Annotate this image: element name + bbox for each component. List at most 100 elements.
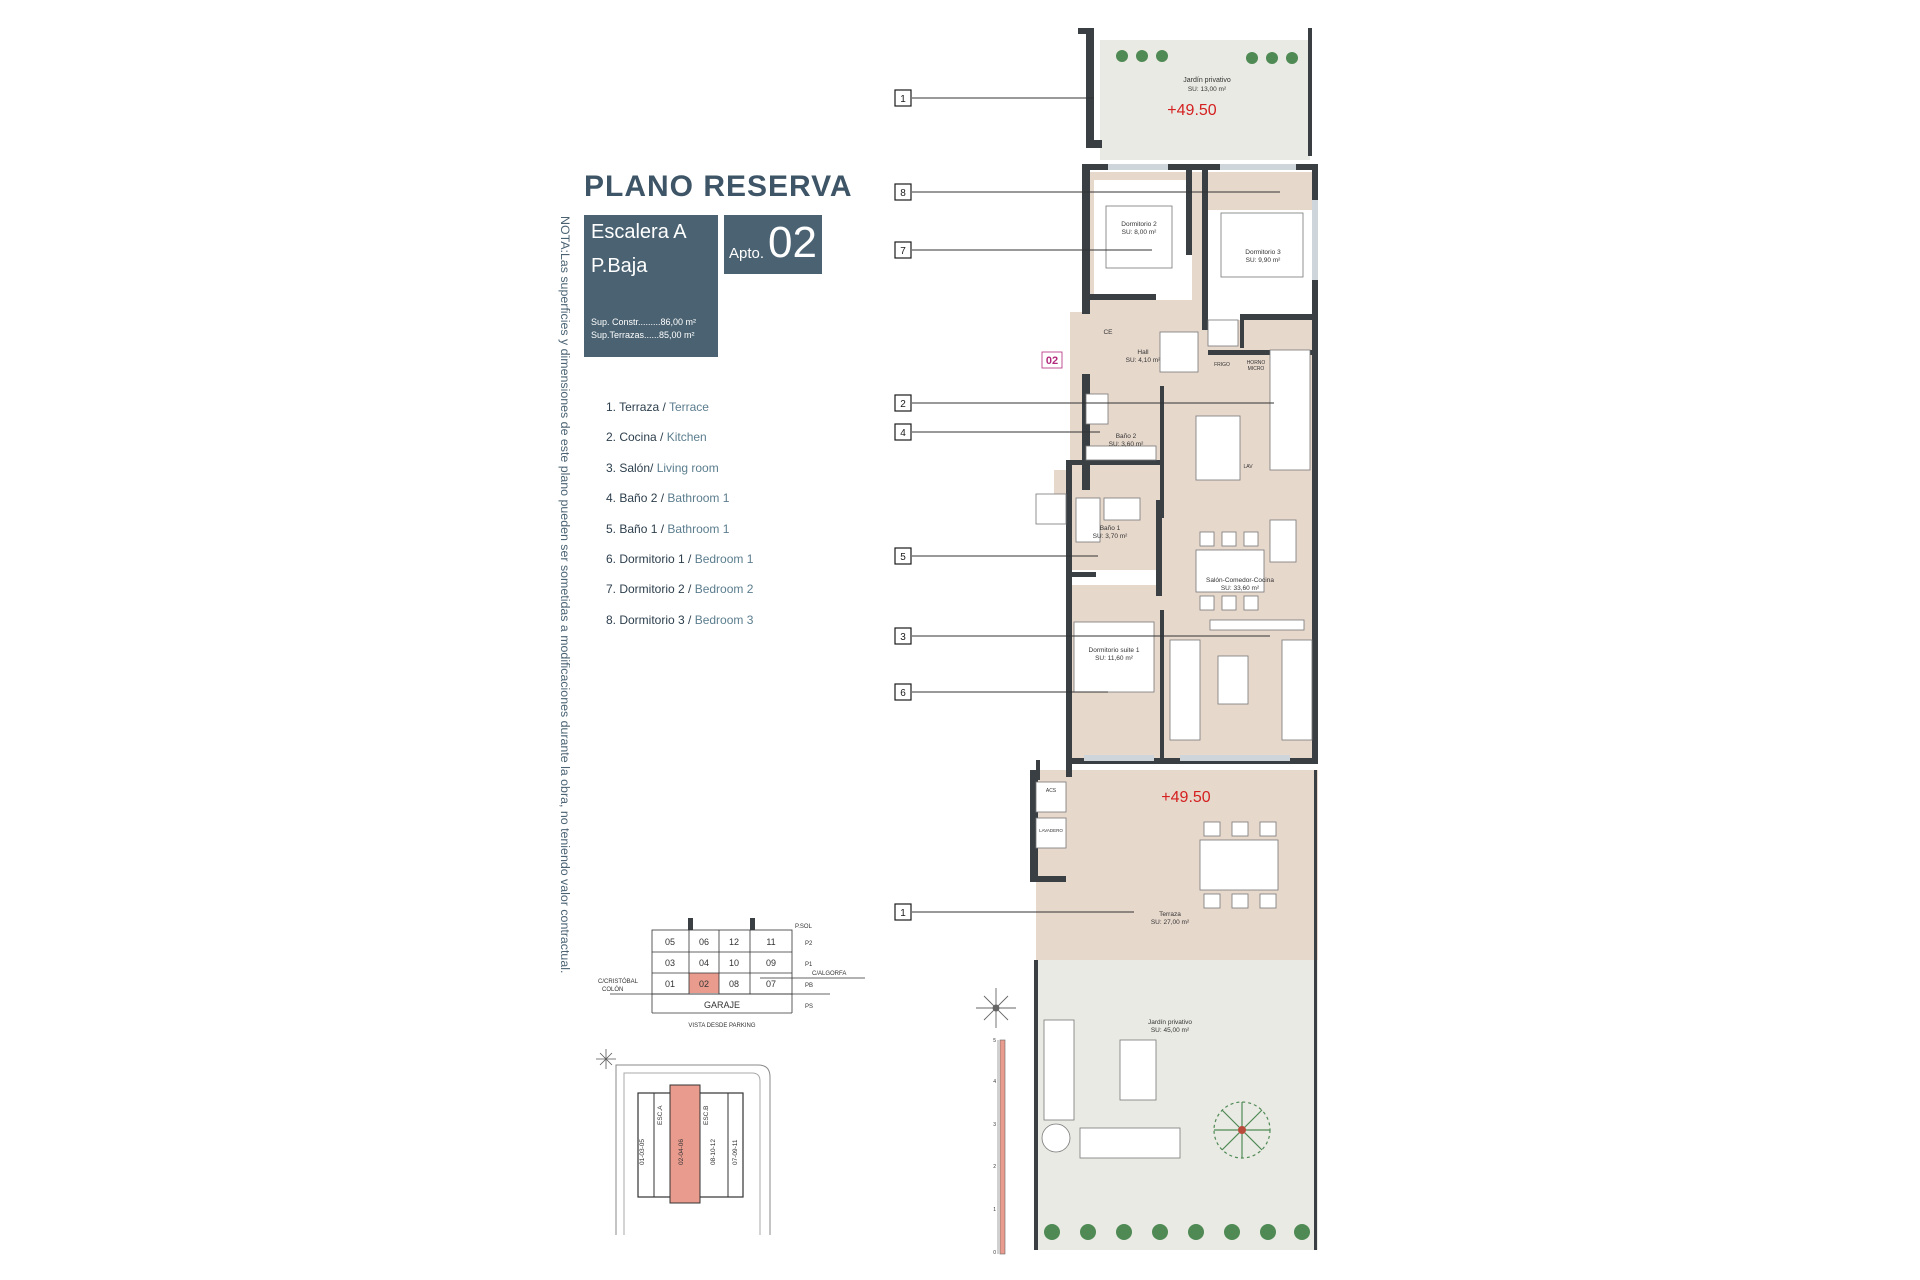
floor-label: P.Baja xyxy=(591,255,648,277)
page-title: PLANO RESERVA xyxy=(584,170,853,203)
lav-label: LAV xyxy=(1243,464,1253,470)
key-highlight-unit xyxy=(689,973,719,993)
garden-sofa-left xyxy=(1043,1019,1075,1121)
marker-box xyxy=(894,89,912,107)
key-cell: 06 xyxy=(699,937,709,947)
key-street-left-2: COLÓN xyxy=(602,986,623,993)
ce-label: CE xyxy=(1103,329,1113,336)
site-block-label: 02-04-06 xyxy=(678,1139,685,1165)
chairs xyxy=(1199,531,1277,909)
horno-label: HORNO xyxy=(1247,360,1266,366)
marker-label: 2 xyxy=(900,399,906,410)
key-cell: 12 xyxy=(729,937,739,947)
unit-tag: 02 xyxy=(1046,355,1058,367)
frigo-label: FRIGO xyxy=(1214,362,1230,368)
bath2-vanity xyxy=(1085,445,1157,461)
bano1-area: SU: 3,70 m² xyxy=(1093,533,1129,540)
garden-bottom-area: SU: 45,00 m² xyxy=(1151,1027,1190,1034)
key-cell: 10 xyxy=(729,958,739,968)
legend-item: 5. Baño 1 / Bathroom 1 xyxy=(606,521,730,536)
garden-top-area: SU: 13,00 m² xyxy=(1188,86,1227,93)
coffee-table xyxy=(1217,655,1249,705)
marker-label: 1 xyxy=(900,908,906,919)
key-cell: 02 xyxy=(699,979,709,989)
site-boundary-inner xyxy=(623,1072,761,1235)
shrub-row-top xyxy=(1116,50,1298,64)
marker-box xyxy=(894,627,912,645)
bed-suite xyxy=(1073,621,1155,693)
apartment-number: 02 xyxy=(768,218,817,267)
unit-tag-box xyxy=(1041,351,1063,369)
dorm3-area: SU: 9,90 m² xyxy=(1246,257,1282,264)
key-cell: 05 xyxy=(665,937,675,947)
legend-item: 1. Terraza / Terrace xyxy=(606,400,709,414)
dorm3-name: Dormitorio 3 xyxy=(1245,249,1281,256)
key-caption: VISTA DESDE PARKING xyxy=(688,1023,755,1029)
site-highlight-block xyxy=(669,1084,701,1204)
legend-item: 4. Baño 2 / Bathroom 1 xyxy=(606,491,730,506)
marker-box xyxy=(894,241,912,259)
key-garage: GARAJE xyxy=(704,1000,740,1010)
salon-area: SU: 33,60 m² xyxy=(1221,585,1260,592)
tv-unit xyxy=(1209,619,1305,631)
kitchen-counter xyxy=(1269,349,1311,471)
site-block-label: 08-10-12 xyxy=(710,1139,717,1165)
marker-box xyxy=(894,183,912,201)
level-top: +49.50 xyxy=(1167,102,1216,119)
key-floor: P1 xyxy=(805,962,813,968)
key-cell: 09 xyxy=(766,958,776,968)
key-street-left: C/CRISTÓBAL xyxy=(598,978,639,985)
marker-label: 5 xyxy=(900,552,906,563)
key-street-right: C/ALGORFA xyxy=(812,971,846,977)
marker-label: 6 xyxy=(900,688,906,699)
legend-item: 8. Dormitorio 3 / Bedroom 3 xyxy=(606,612,754,627)
windows xyxy=(1084,164,1318,761)
terraza-area: SU: 27,00 m² xyxy=(1151,919,1190,926)
marker-label: 8 xyxy=(900,188,906,199)
hall-name: Hall xyxy=(1137,349,1149,356)
furniture xyxy=(1035,205,1313,1159)
garden-pouf xyxy=(1041,1123,1071,1153)
chimney-left xyxy=(688,918,693,930)
legend-item: 3. Salón/ Living room xyxy=(606,460,719,475)
bed-dorm2 xyxy=(1105,205,1173,269)
tree-icon xyxy=(1213,1101,1271,1159)
key-floor: PB xyxy=(805,983,813,989)
legend-item: 2. Cocina / Kitchen xyxy=(606,430,707,445)
site-stair-label: ESC.A xyxy=(657,1105,664,1125)
scale-mark: 2 xyxy=(993,1164,996,1170)
compass-icon xyxy=(976,988,1016,1028)
marker-label: 7 xyxy=(900,246,906,257)
garden-sofa-bottom xyxy=(1079,1127,1181,1159)
sofa-right xyxy=(1281,639,1313,741)
marker-box xyxy=(894,683,912,701)
bath2-shower xyxy=(1085,393,1109,425)
suite-name: Dormitorio suite 1 xyxy=(1089,647,1140,654)
suite-area: SU: 11,60 m² xyxy=(1095,655,1134,662)
building-elevation-key: P.SOL 05 06 12 11 03 04 10 09 01 02 08 0… xyxy=(598,918,865,1029)
key-cell: 04 xyxy=(699,958,709,968)
room-legend: 1. Terraza / Terrace 2. Cocina / Kitchen… xyxy=(606,400,753,643)
legend-item: 7. Dormitorio 2 / Bedroom 2 xyxy=(606,582,754,597)
scale-mark: 3 xyxy=(993,1122,996,1128)
sup-terrazas: Sup.Terrazas......85,00 m² xyxy=(591,330,695,340)
sofa-left xyxy=(1169,639,1201,741)
bed-dorm3 xyxy=(1220,212,1304,278)
apartment-label: Apto. xyxy=(729,245,765,262)
legal-note: NOTA:Las superficies y dimensiones de es… xyxy=(556,216,576,1086)
dorm2-name: Dormitorio 2 xyxy=(1121,221,1157,228)
dorm2-area: SU: 8,00 m² xyxy=(1122,229,1158,236)
garden-table xyxy=(1119,1039,1157,1101)
lavadero-unit xyxy=(1035,817,1067,849)
frigo xyxy=(1207,319,1239,347)
shrub-row-bottom xyxy=(1044,1224,1310,1240)
site-stair-label: ESC.B xyxy=(703,1105,710,1125)
marker-box xyxy=(894,423,912,441)
chimney-right xyxy=(750,918,755,930)
legend-item: 6. Dormitorio 1 / Bedroom 1 xyxy=(606,551,754,566)
marker-label: 4 xyxy=(900,428,906,439)
key-cell: 11 xyxy=(766,937,775,947)
dining-table xyxy=(1195,549,1265,593)
key-cell: 08 xyxy=(729,979,739,989)
garden-bottom xyxy=(1036,960,1318,1250)
